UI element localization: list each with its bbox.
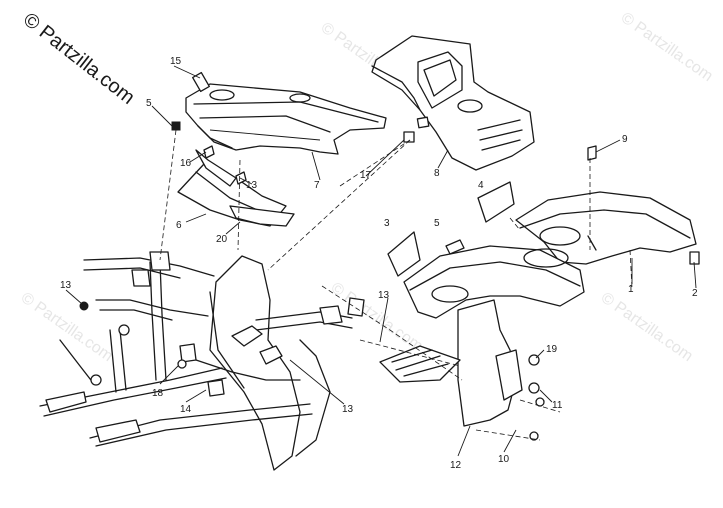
- faint-watermark-2: © Partzilla.com: [618, 9, 716, 85]
- part-18-clip: [203, 145, 215, 159]
- part-16-clip: [403, 131, 415, 143]
- callout-17: 18: [152, 388, 164, 399]
- callout-20: 20: [216, 234, 228, 245]
- callout-2: 2: [692, 288, 698, 299]
- front-nose-part: [371, 35, 535, 171]
- label-leaders: [65, 65, 697, 457]
- callout-3: 3: [384, 218, 390, 229]
- part-14-bracket: [207, 379, 225, 397]
- front-cover-part: [185, 83, 387, 155]
- part-17-bolt: [177, 359, 187, 369]
- callout-8: 8: [434, 168, 440, 179]
- faint-watermark-5: © Partzilla.com: [598, 289, 696, 365]
- decal-3: [387, 231, 421, 277]
- part-5-nut: [171, 121, 181, 131]
- callout-11: 11: [552, 400, 563, 411]
- part-10-nut: [529, 431, 539, 441]
- decal-4: [477, 181, 515, 223]
- callout-13-bottom: 13: [342, 404, 354, 415]
- floorboard-part: [379, 345, 461, 383]
- part-9-clip: [587, 145, 597, 161]
- callout-16: 17: [360, 170, 372, 181]
- callout-5-left: 5: [146, 98, 152, 109]
- callout-9: 9: [622, 134, 628, 145]
- part-11-nut-a: [528, 382, 540, 394]
- callout-4: 4: [478, 180, 484, 191]
- callout-5: 5: [434, 218, 440, 229]
- callout-19: 19: [546, 344, 558, 355]
- callout-13-left: 13: [60, 280, 72, 291]
- decal-2: [689, 251, 700, 265]
- front-shield-part: [177, 149, 295, 227]
- part-15-clip: [192, 71, 210, 93]
- callout-12: 12: [450, 460, 462, 471]
- callout-15: 15: [170, 56, 182, 67]
- faint-watermark-3: © Partzilla.com: [18, 289, 116, 365]
- decals: [387, 181, 700, 277]
- callout-13-top: 13: [246, 180, 258, 191]
- watermark-main: © Partzilla.com: [19, 9, 139, 109]
- frame-part: [39, 251, 365, 471]
- callout-labels: 15 5 16 13 7 6 20 17 8 9 4 3 5 1 2 13 13…: [60, 56, 698, 471]
- callout-10: 10: [498, 454, 510, 465]
- faint-watermarks: © Partzilla.com © Partzilla.com © Partzi…: [18, 9, 716, 365]
- callout-14: 14: [180, 404, 192, 415]
- callout-13-mid: 13: [378, 290, 390, 301]
- callout-18: 16: [180, 158, 192, 169]
- callout-7: 7: [314, 180, 320, 191]
- decal-5: [445, 239, 465, 255]
- callout-6: 6: [176, 220, 182, 231]
- front-fender-part: [403, 245, 585, 319]
- mud-flap-part: [457, 299, 523, 427]
- callout-1: 1: [628, 284, 634, 295]
- leader-lines: [159, 129, 633, 441]
